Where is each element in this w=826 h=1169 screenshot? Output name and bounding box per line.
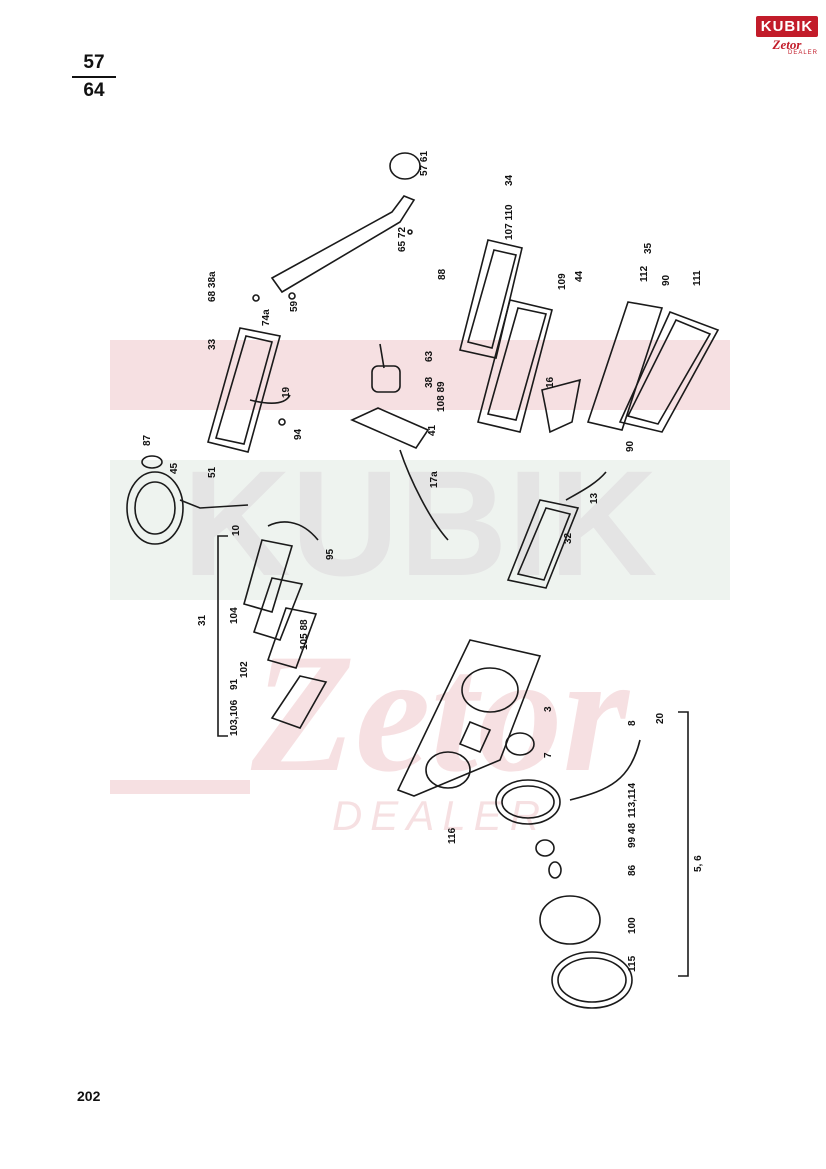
logo-zetor-text: Zetor bbox=[772, 37, 802, 52]
callout-label: 45 bbox=[169, 462, 180, 474]
callout-label: 63 bbox=[424, 350, 435, 362]
callout-label: 105 88 bbox=[299, 619, 310, 650]
callout-label: 13 bbox=[589, 492, 600, 504]
mounting-bracket-arm bbox=[252, 152, 421, 302]
callout-label: 90 bbox=[661, 274, 672, 286]
callout-label: 20 bbox=[655, 712, 666, 724]
callout-label: 10 bbox=[231, 524, 242, 536]
watermark-kubik-text: KUBIK bbox=[183, 439, 658, 607]
callout-label: 41 bbox=[427, 424, 438, 436]
callout-label: 33 bbox=[207, 338, 218, 350]
fraction-top: 57 bbox=[83, 52, 105, 73]
callout-label: 103,106 bbox=[229, 699, 240, 736]
callout-label: 112 bbox=[639, 265, 650, 282]
callout-label: 116 bbox=[447, 827, 458, 844]
callout-label: 108 89 bbox=[436, 381, 447, 412]
work-lamp-45 bbox=[126, 455, 249, 545]
fraction-bottom: 64 bbox=[83, 80, 105, 101]
callout-label: 113,114 bbox=[627, 782, 638, 818]
callout-label: 34 bbox=[504, 174, 515, 186]
lamp-assembly-31 bbox=[217, 521, 328, 737]
plate-lamp-35 bbox=[586, 301, 720, 433]
callout-label: 38 bbox=[424, 376, 435, 388]
callout-label: 99 48 bbox=[627, 822, 638, 848]
callout-label: 107 110 bbox=[504, 204, 515, 240]
logo-dealer-text: DEALER bbox=[787, 50, 818, 56]
callout-label: 68 38a bbox=[207, 271, 218, 302]
callout-label: 59 bbox=[289, 300, 300, 312]
callout-label: 31 bbox=[197, 614, 208, 626]
socket-38-bracket-41 bbox=[350, 343, 449, 541]
lamp-housing-33 bbox=[207, 327, 291, 453]
lamp-housing-32 bbox=[506, 471, 607, 589]
callout-label: 8 bbox=[627, 720, 638, 726]
lamp-housing-34 bbox=[459, 239, 582, 434]
callout-label: 95 bbox=[325, 548, 336, 560]
callout-label: 19 bbox=[281, 386, 292, 398]
page-fraction: 57 64 bbox=[70, 52, 118, 102]
callout-label: 88 bbox=[437, 268, 448, 280]
logo-kubik-text: KUBIK bbox=[756, 16, 818, 37]
watermark-logo: KUBIK Zetor DEALER bbox=[110, 340, 730, 839]
callout-label: 44 bbox=[574, 270, 585, 282]
callout-label: 35 bbox=[643, 242, 654, 254]
callout-label: 115 bbox=[627, 955, 638, 972]
callout-label: 102 bbox=[239, 661, 250, 678]
headlamp-bracket-3 bbox=[396, 639, 542, 797]
page-number: 202 bbox=[77, 1088, 101, 1104]
callout-label: 86 bbox=[627, 864, 638, 876]
callout-label: 16 bbox=[545, 376, 556, 388]
callout-label: 87 bbox=[142, 434, 153, 446]
callout-label: 104 bbox=[229, 607, 240, 624]
callout-label: 90 bbox=[625, 440, 636, 452]
watermark-zetor-text: Zetor bbox=[250, 619, 631, 807]
callout-label: 17a bbox=[429, 471, 440, 488]
callout-label: 7 bbox=[543, 752, 554, 758]
callout-label: 51 bbox=[207, 466, 218, 478]
fraction-bar bbox=[72, 76, 116, 78]
callout-label: 32 bbox=[563, 532, 574, 544]
callout-label: 65 72 bbox=[397, 226, 408, 252]
callout-label: 74a bbox=[261, 309, 272, 326]
callout-label: 109 bbox=[557, 273, 568, 290]
callout-label: 57 61 bbox=[419, 150, 430, 176]
callout-label: 91 bbox=[229, 678, 240, 690]
callout-label: 3 bbox=[543, 706, 554, 712]
callout-label: 5, 6 bbox=[693, 855, 704, 872]
kubik-zetor-logo: KUBIK Zetor DEALER bbox=[756, 16, 818, 56]
callout-label: 111 bbox=[692, 270, 703, 286]
watermark-dealer-text: DEALER bbox=[332, 792, 548, 839]
callout-label: 100 bbox=[627, 917, 638, 934]
callout-label: 94 bbox=[293, 428, 304, 440]
headlamp-assembly-5-6 bbox=[495, 711, 689, 1009]
